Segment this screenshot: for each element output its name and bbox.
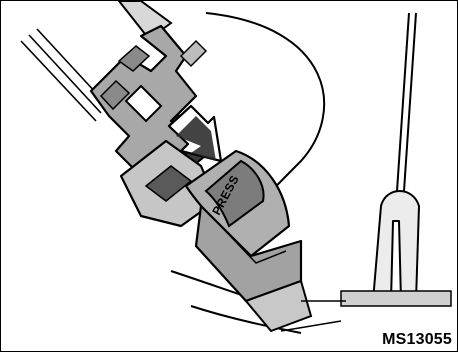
belt-webbing-left-2 — [29, 35, 101, 113]
anchor-pole-2 — [404, 13, 416, 191]
anchor-base — [341, 291, 451, 306]
anchor-bracket — [373, 191, 419, 301]
figure-code: MS13055 — [380, 331, 454, 349]
anchor-pole — [397, 13, 409, 191]
